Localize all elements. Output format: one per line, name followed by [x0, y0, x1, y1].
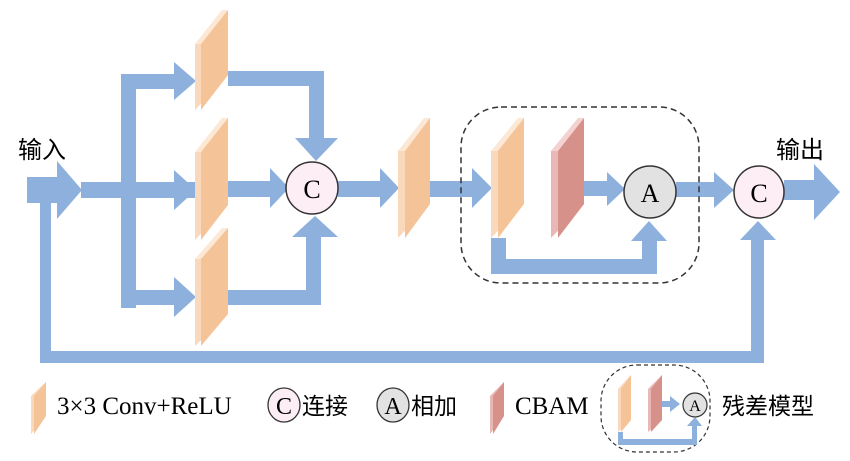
add-node-label: A [641, 179, 660, 208]
concat-left-arrowhead [270, 168, 289, 208]
add-bottom-arrowhead [631, 221, 667, 241]
final-concat-bottom-arrowhead [740, 221, 776, 240]
conv4-arrowhead [380, 168, 399, 208]
branch-top-line [121, 74, 176, 89]
cbam-block [551, 118, 584, 238]
concat-top-arrowhead [295, 138, 338, 161]
input-label: 输入 [18, 136, 66, 164]
conv-block-2 [195, 118, 228, 240]
output-shaft [784, 180, 816, 200]
connectors [27, 62, 840, 363]
conv-block-4 [398, 118, 430, 238]
legend-add-icon [376, 387, 410, 423]
long-skip-v1 [40, 200, 51, 362]
cbam-to-add [584, 181, 610, 196]
legend-concat-icon [267, 387, 301, 423]
residual-skip-h [491, 259, 657, 274]
conv4-to-residual [430, 181, 474, 197]
legend-add-label: 相加 [411, 394, 457, 420]
legend-conv-icon [31, 382, 46, 434]
legend-residual-add-symbol: A [689, 398, 701, 415]
add-to-concat [676, 182, 716, 197]
conv-block-1 [195, 10, 228, 110]
add-left-arrowhead [607, 172, 625, 206]
branch-bottom-arrowhead [174, 277, 196, 317]
concat-node-1-label: C [303, 175, 320, 204]
conv1-out-h [228, 71, 324, 86]
legend-concat-label: 连接 [302, 394, 348, 420]
concat-node-2-label: C [750, 179, 767, 208]
output-label: 输出 [776, 136, 824, 164]
legend-cbam-label: CBAM [515, 393, 589, 420]
conv3-out-h [228, 290, 321, 305]
conv2-out [228, 181, 272, 197]
residual-skip-v2 [642, 236, 657, 274]
legend: 3×3 Conv+ReLU C 连接 A 相加 CBAM A [31, 364, 814, 453]
concat-bottom-arrowhead [292, 216, 338, 237]
add-node: A [623, 165, 677, 219]
branch-top-arrowhead [174, 62, 196, 100]
conv-block-3 [195, 228, 228, 346]
final-concat-left-arrowhead [714, 172, 734, 208]
legend-conv-label: 3×3 Conv+ReLU [57, 393, 232, 420]
legend-residual-icon: A [600, 364, 711, 453]
conv1-out-v [309, 71, 324, 141]
conv-block-residual [491, 118, 524, 238]
concat-node-2: C [733, 165, 785, 219]
concat-to-conv4 [338, 181, 383, 197]
input-trunk [81, 182, 196, 198]
branch-splitter [121, 74, 136, 308]
legend-add-symbol: A [384, 394, 402, 420]
residual-in-arrowhead [472, 168, 492, 208]
concat-node-1: C [285, 161, 339, 215]
branch-bottom-line [121, 290, 176, 305]
legend-concat-symbol: C [276, 394, 292, 420]
input-arrow [27, 161, 82, 219]
long-skip-v2 [751, 237, 764, 363]
long-skip-h [40, 351, 764, 363]
legend-cbam-icon [490, 382, 504, 434]
legend-residual-label: 残差模型 [722, 394, 814, 420]
branch-mid-arrowhead [174, 170, 196, 210]
conv3-out-v [306, 232, 321, 305]
output-arrowhead [814, 164, 840, 220]
